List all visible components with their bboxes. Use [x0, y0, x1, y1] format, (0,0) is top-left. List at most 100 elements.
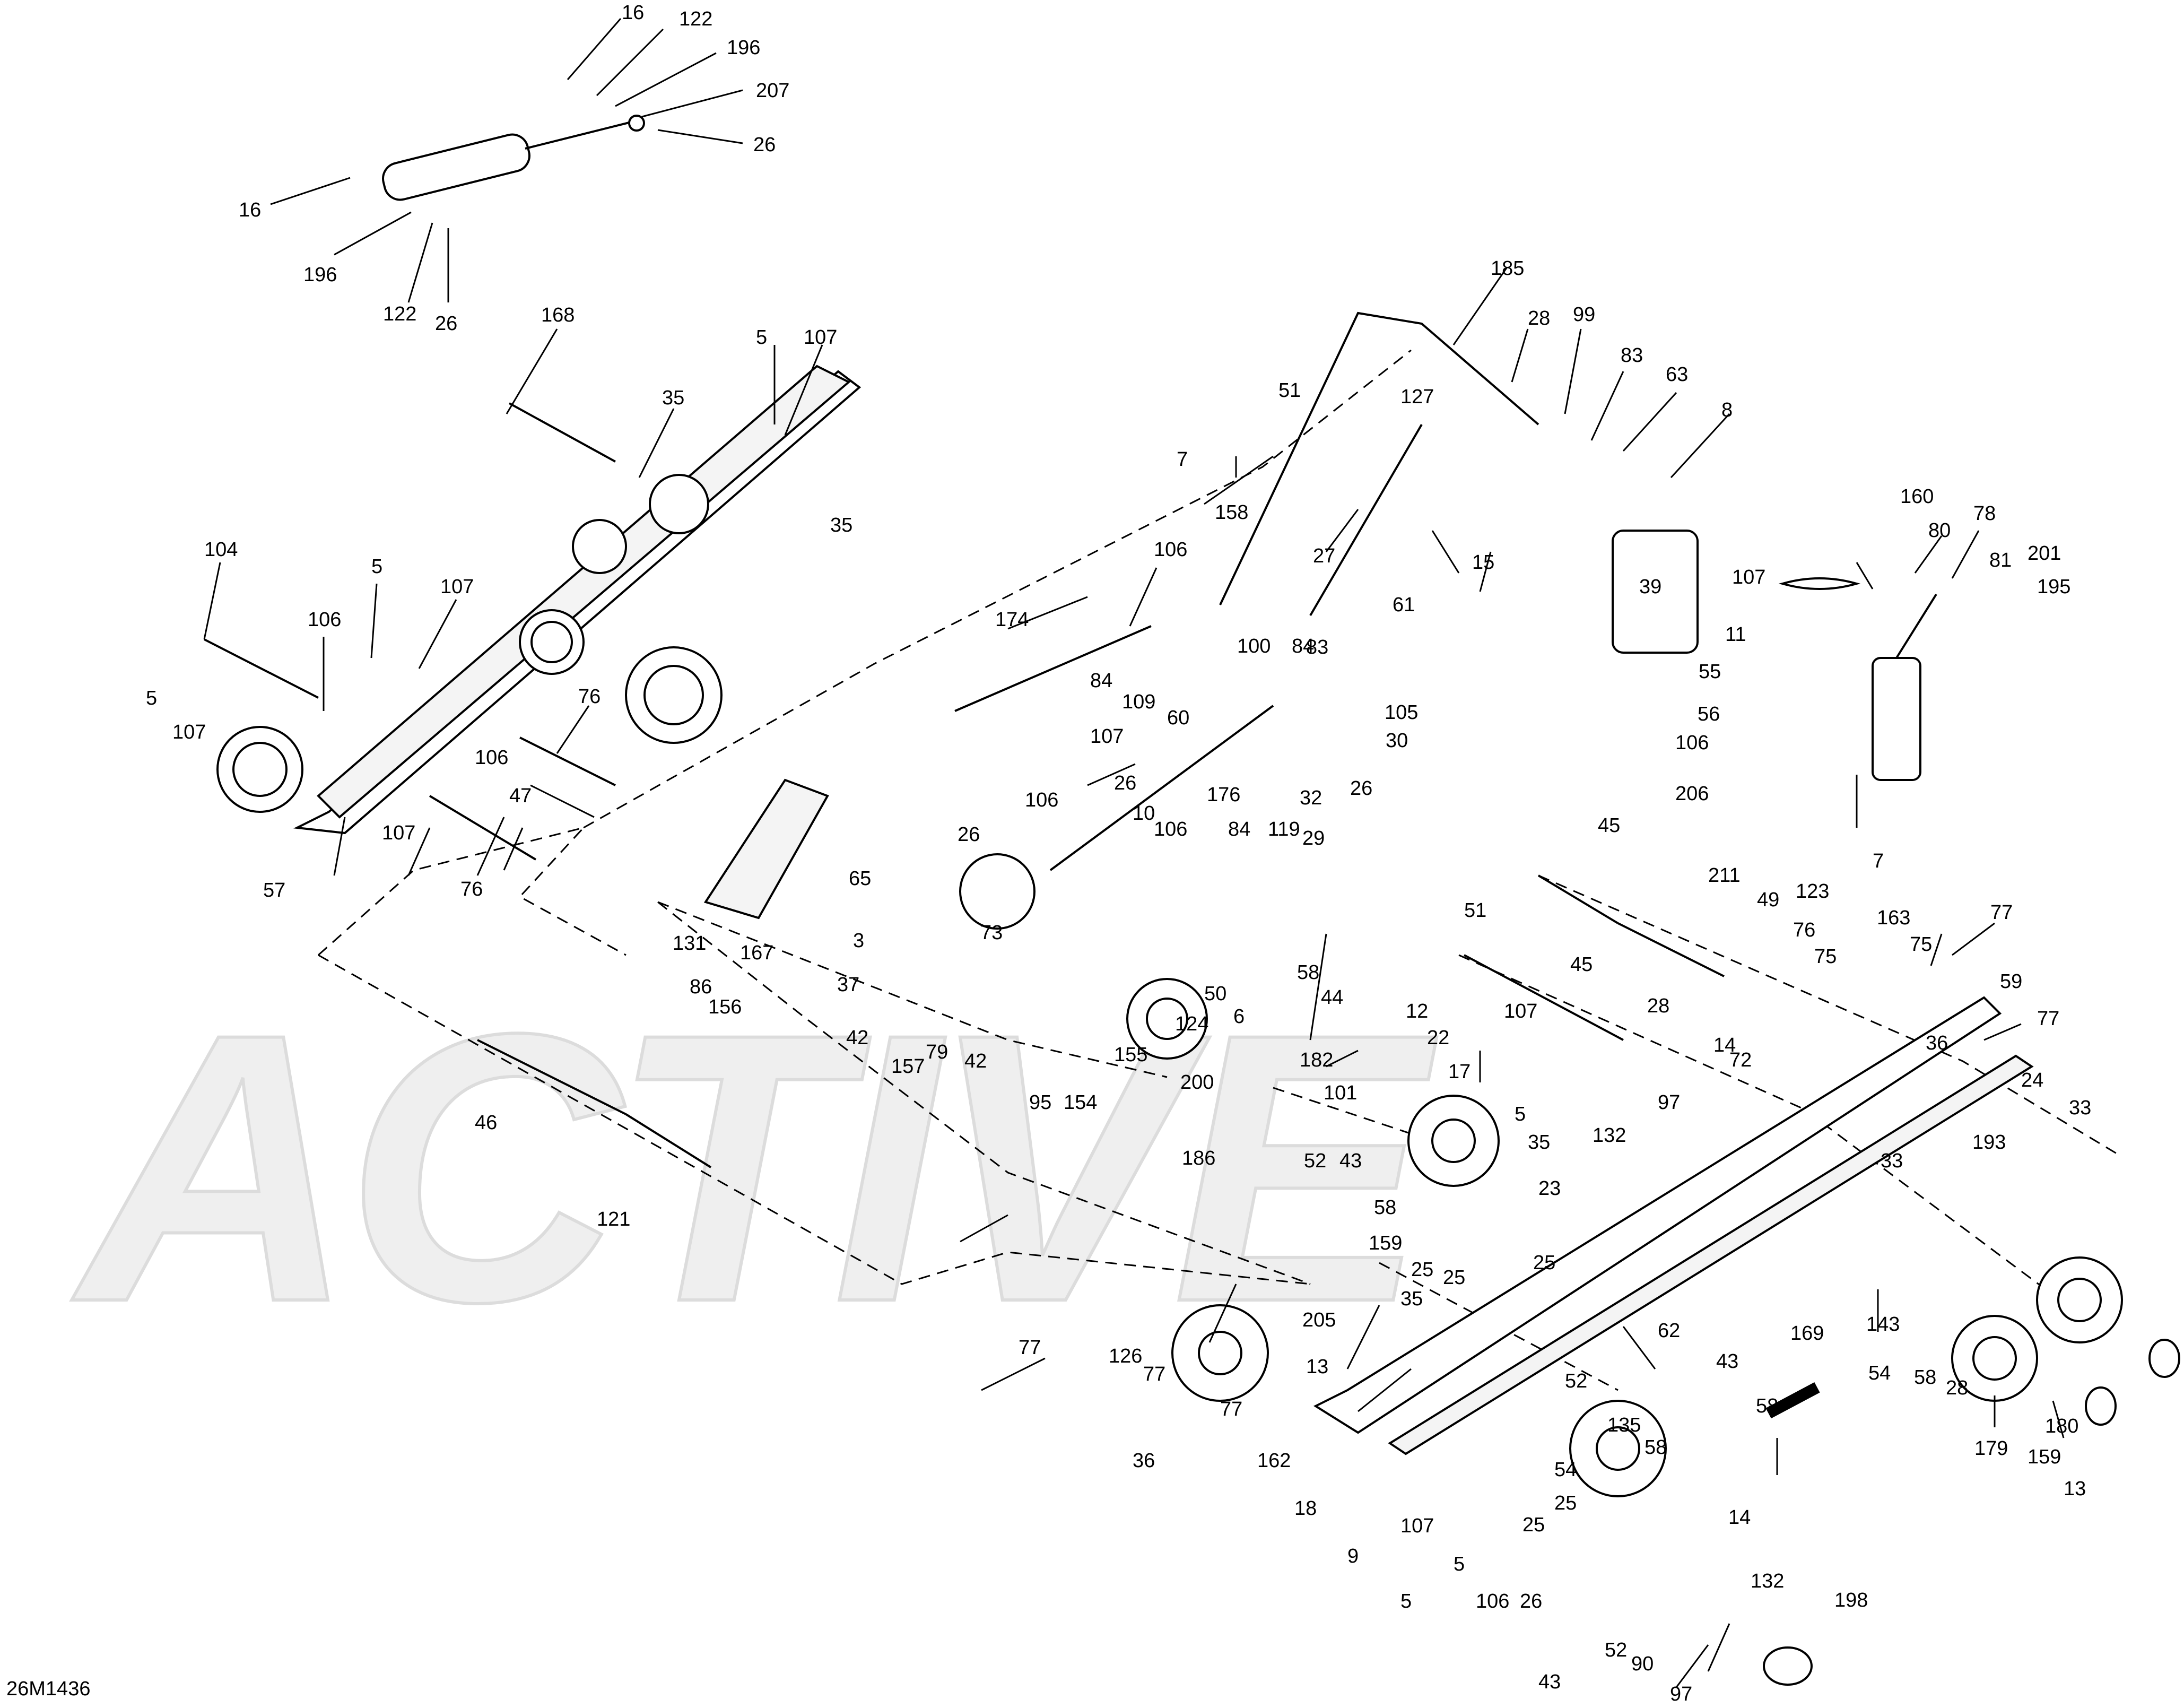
callout-label: 51 — [1464, 899, 1486, 922]
callout-label: 26 — [435, 313, 457, 335]
callout-label: 3 — [853, 930, 864, 952]
callout-label: 49 — [1757, 889, 1779, 911]
callout-label: 23 — [1538, 1177, 1561, 1200]
callout-label: 158 — [1215, 501, 1248, 524]
callout-label: 25 — [1522, 1514, 1545, 1536]
callout-label: 7 — [1873, 850, 1884, 872]
callout-label: 182 — [1300, 1049, 1333, 1071]
callout-label: 73 — [980, 922, 1003, 944]
callout-label: 55 — [1699, 661, 1721, 683]
callout-label: 107 — [382, 822, 415, 844]
callout-label: 58 — [1374, 1197, 1396, 1219]
callout-label: 76 — [578, 686, 601, 708]
callout-label: 80 — [1928, 519, 1951, 542]
callout-label: 127 — [1400, 386, 1434, 408]
callout-label: 180 — [2045, 1415, 2078, 1437]
callout-label: 174 — [995, 609, 1029, 631]
callout-label: 13 — [1306, 1356, 1328, 1378]
callout-label: 131 — [673, 932, 706, 955]
callout-label: 6 — [1233, 1005, 1245, 1028]
callout-label: 42 — [964, 1050, 987, 1072]
callout-label: 81 — [1989, 549, 2012, 571]
callout-label: 169 — [1790, 1322, 1824, 1345]
callout-label: 135 — [1607, 1414, 1641, 1436]
callout-label: 39 — [1639, 576, 1661, 598]
callout-label: 12 — [1406, 1000, 1428, 1022]
callout-label: 154 — [1064, 1091, 1097, 1114]
callout-label: 8 — [1721, 399, 1733, 421]
callout-label: 28 — [1647, 995, 1669, 1017]
callout-label: 42 — [846, 1027, 868, 1049]
callout-label: 106 — [308, 609, 341, 631]
callout-label: 56 — [1698, 703, 1720, 725]
callout-label: 60 — [1167, 707, 1189, 729]
callout-label: 30 — [1386, 730, 1408, 752]
callout-label: 5 — [146, 687, 157, 709]
callout-label: 97 — [1670, 1683, 1692, 1705]
callout-label: 11 — [1725, 623, 1746, 646]
callout-label: 27 — [1313, 545, 1335, 567]
callout-label: 179 — [1974, 1437, 2008, 1460]
callout-label: 132 — [1593, 1124, 1626, 1147]
callout-label: 122 — [679, 8, 712, 30]
callout-label: 57 — [263, 879, 285, 901]
callout-label: 44 — [1321, 986, 1343, 1009]
callout-label: 35 — [1528, 1131, 1550, 1154]
callout-label: 107 — [440, 576, 474, 598]
callout-label: 77 — [1019, 1337, 1041, 1359]
callout-label: 51 — [1278, 379, 1301, 402]
callout-label: 121 — [597, 1208, 630, 1230]
callout-label: 75 — [1910, 933, 1932, 956]
callout-label: 52 — [1605, 1639, 1627, 1661]
part-illustrations — [204, 115, 2180, 1686]
callout-label: 58 — [1914, 1366, 1936, 1389]
callout-label: 104 — [204, 539, 238, 561]
watermark-text: ACTIVE — [68, 954, 1441, 1381]
callout-label: 106 — [1476, 1590, 1509, 1612]
callout-label: 86 — [690, 976, 712, 998]
callout-label: 106 — [475, 747, 508, 769]
callout-label: 143 — [1866, 1313, 1900, 1336]
callout-label: 99 — [1573, 304, 1595, 326]
callout-label: 119 — [1268, 818, 1300, 840]
callout-label: 163 — [1877, 907, 1910, 929]
callout-label: 109 — [1122, 691, 1155, 713]
callout-label: 83 — [1621, 344, 1643, 367]
callout-label: 46 — [475, 1112, 497, 1134]
callout-label: 107 — [1090, 725, 1124, 748]
callout-label: 24 — [2021, 1069, 2043, 1091]
callout-label: 107 — [172, 721, 206, 743]
callout-label: 79 — [926, 1041, 948, 1063]
callout-label: 14 — [1728, 1506, 1751, 1529]
callout-label: 126 — [1109, 1345, 1142, 1367]
callout-label: 58 — [1644, 1436, 1667, 1459]
callout-label: 196 — [727, 37, 760, 59]
callout-label: 75 — [1814, 946, 1837, 968]
callout-label: 5 — [371, 556, 382, 578]
callout-label: 28 — [1946, 1377, 1968, 1399]
callout-label: 58 — [1297, 961, 1319, 984]
callout-label: 201 — [2028, 542, 2061, 565]
callout-label: 106 — [1025, 789, 1058, 811]
callout-label: 167 — [740, 942, 773, 964]
callout-label: 16 — [239, 199, 261, 221]
callout-label: 35 — [1400, 1288, 1423, 1310]
callout-label: 160 — [1900, 485, 1934, 508]
callout-label: 157 — [891, 1055, 925, 1078]
callout-label: 186 — [1182, 1147, 1215, 1169]
callout-label: 50 — [1204, 983, 1226, 1005]
part-number-labels: 16 122 196 207 26 16 196 122 26 168 5 10… — [146, 2, 2091, 1705]
callout-label: 7 — [1177, 448, 1188, 471]
callout-label: 185 — [1491, 257, 1524, 280]
callout-label: 36 — [1926, 1032, 1948, 1054]
callout-label: 95 — [1029, 1091, 1051, 1114]
callout-label: 5 — [1400, 1590, 1412, 1612]
callout-label: 107 — [1400, 1515, 1434, 1537]
callout-label: 76 — [1793, 919, 1815, 941]
callout-label: 77 — [2037, 1008, 2059, 1030]
callout-label: 9 — [1347, 1545, 1359, 1567]
callout-label: 33 — [2069, 1097, 2091, 1119]
callout-label: 76 — [460, 878, 483, 900]
callout-label: 101 — [1324, 1082, 1357, 1104]
